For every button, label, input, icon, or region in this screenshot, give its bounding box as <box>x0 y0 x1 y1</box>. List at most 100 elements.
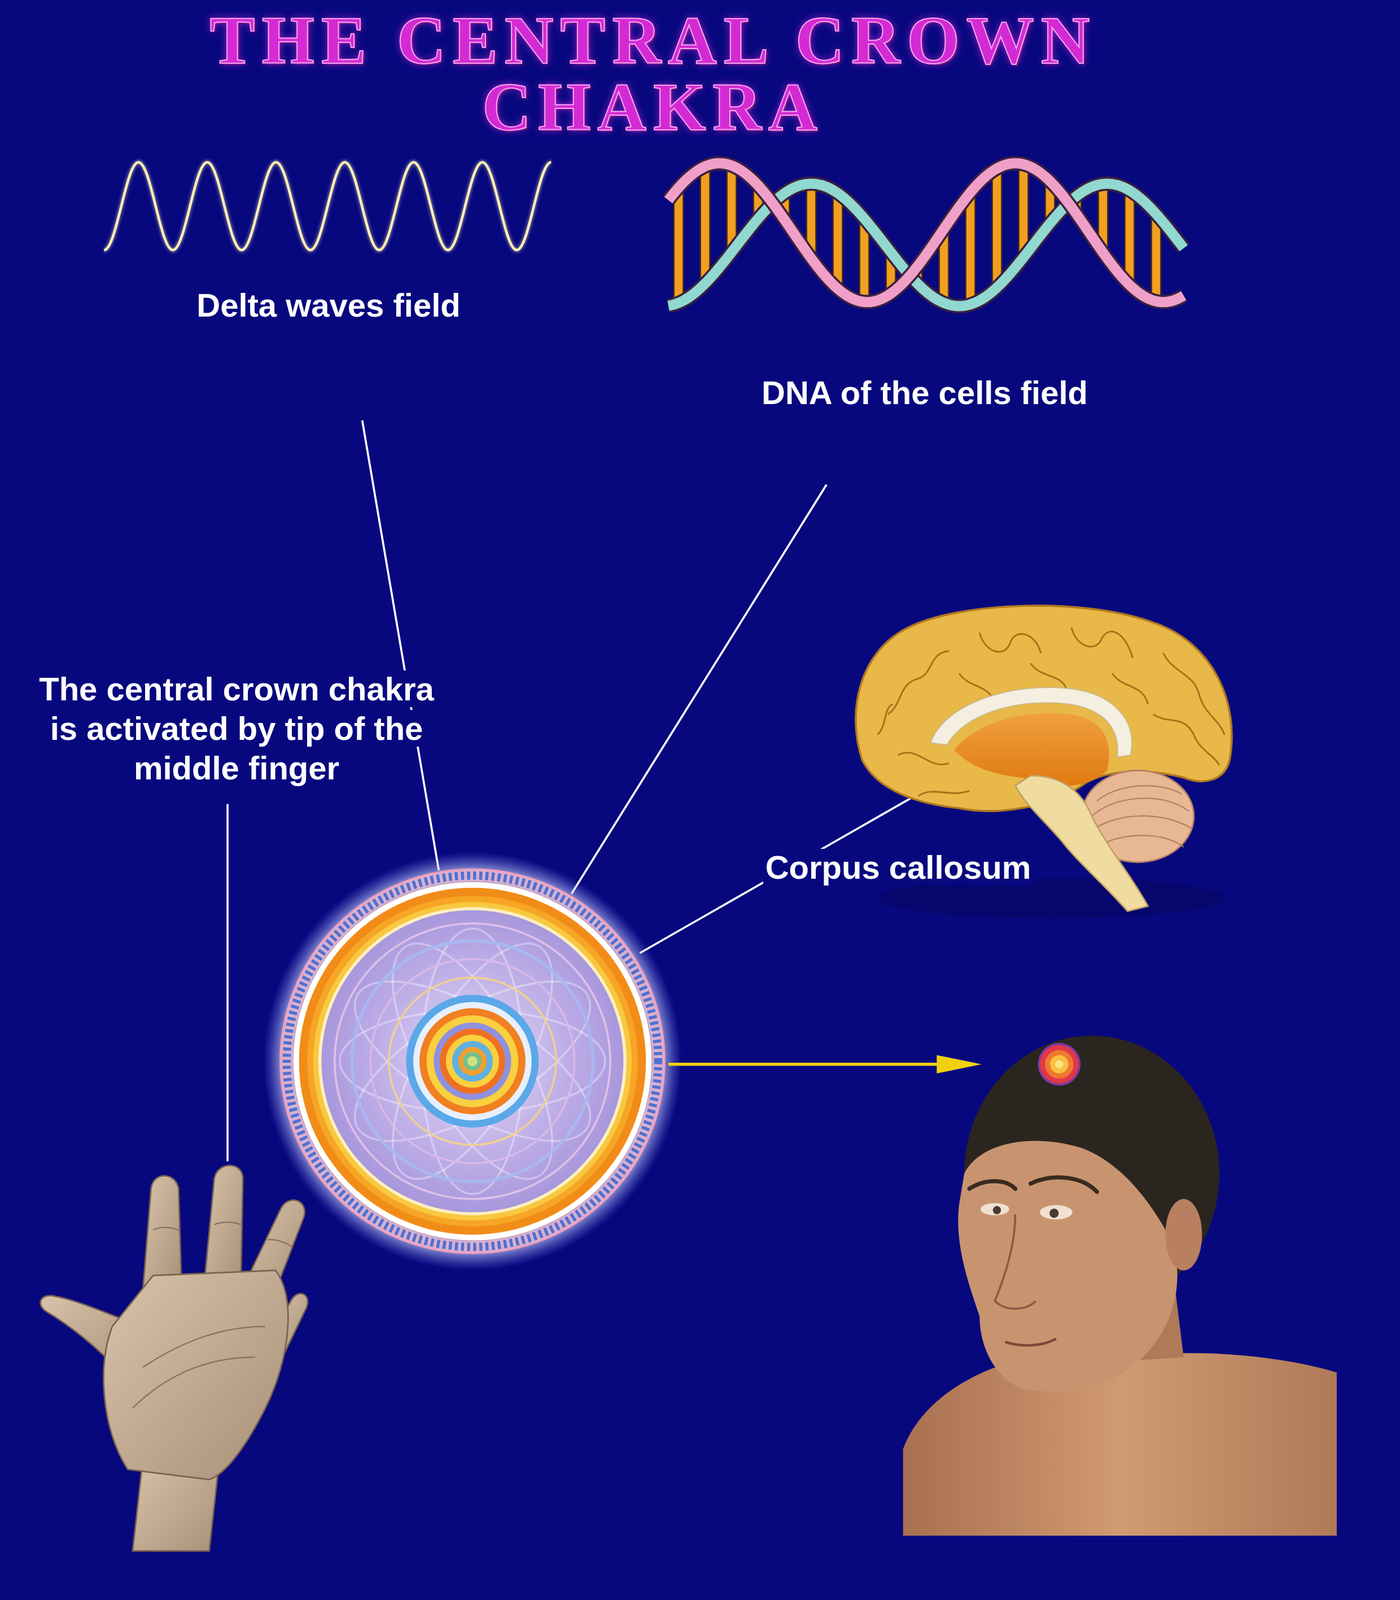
head-part <box>957 1141 1178 1393</box>
chakra-disc-part <box>318 907 627 1216</box>
gyri-part <box>1030 663 1067 689</box>
chakra-disc-part <box>321 910 624 1213</box>
chakra-disc-part-part <box>361 921 584 1203</box>
gyri-part <box>877 704 894 735</box>
gyri-part <box>918 790 970 796</box>
leader-line <box>571 484 827 895</box>
chakra-disc-part <box>313 902 632 1221</box>
chakra-disc-part <box>405 995 539 1128</box>
chakra-disc-part <box>292 881 653 1241</box>
leader-line <box>226 804 229 1162</box>
cerebellum-folia-part <box>1096 835 1184 847</box>
chakra-disc-part <box>458 1047 488 1076</box>
chakra-disc-part-part <box>331 951 613 1173</box>
hand-part-part <box>152 1227 180 1232</box>
label-text: Delta waves field <box>194 286 463 324</box>
hand-part-part <box>142 1326 266 1368</box>
chakra-disc-part <box>299 887 647 1236</box>
hand-part-part <box>267 1239 293 1248</box>
gyri-part <box>979 632 1041 654</box>
gyri-part <box>1112 673 1148 704</box>
dna-rung <box>833 193 843 289</box>
head-part <box>1037 1043 1081 1087</box>
chakra-disc-part <box>334 923 611 1200</box>
gyri-part <box>1153 714 1220 766</box>
field-label: Delta waves field <box>130 285 527 326</box>
chakra-disc-part <box>439 1029 506 1095</box>
field-label: DNA of the cells field <box>698 373 1151 413</box>
chakra-disc-part <box>426 1015 519 1108</box>
pointer-arrow <box>668 1055 982 1075</box>
head-part <box>994 1214 1036 1310</box>
gyri <box>877 627 1225 796</box>
gyri-part <box>1163 653 1225 735</box>
page-title: THE CENTRAL CROWN CHAKRA <box>156 7 1150 141</box>
head-part <box>1049 1209 1059 1219</box>
head-part <box>1039 1044 1079 1084</box>
chakra-disc-part <box>388 977 557 1146</box>
head-part <box>1039 1205 1073 1220</box>
head <box>903 1035 1337 1537</box>
chakra-disc-part <box>433 1022 511 1101</box>
chakra-disc-part <box>452 1040 493 1082</box>
dna-rung <box>700 166 710 284</box>
hand-part <box>103 1270 289 1481</box>
chakra-disc <box>263 852 682 1271</box>
dna-strand <box>668 163 1184 303</box>
cerebellum-folia-part <box>1096 785 1182 802</box>
brainstem <box>1015 775 1149 912</box>
head-part <box>1044 1050 1074 1079</box>
chakra-disc-part-part <box>339 1010 606 1113</box>
head-part <box>969 1177 1097 1193</box>
chakra-disc-part <box>419 1008 526 1115</box>
dna-strand-outline <box>668 163 1184 303</box>
hand-part <box>204 1165 244 1286</box>
hand <box>40 1165 308 1552</box>
head-part <box>1055 1060 1063 1069</box>
delta-wave <box>103 162 551 250</box>
label-text: DNA of the cells field <box>759 374 1091 411</box>
leader-line <box>362 420 440 871</box>
cerebellum-folia <box>1089 785 1192 848</box>
chakra-disc-part <box>413 1002 532 1121</box>
dna-rung <box>1125 190 1135 286</box>
hand-part <box>132 1222 293 1410</box>
chakra-disc-part-part <box>361 921 584 1203</box>
head-part <box>992 1206 1001 1215</box>
hand-part <box>142 1175 182 1292</box>
gyri-part <box>1071 627 1133 659</box>
field-label: The central crown chakra is activated by… <box>27 669 446 789</box>
head-part <box>980 1203 1010 1216</box>
gyri-part <box>898 753 949 765</box>
head-part-part <box>969 1181 1015 1190</box>
gyri-part <box>887 651 949 715</box>
head-part <box>903 1353 1337 1537</box>
label-text: Corpus callosum <box>763 849 1034 886</box>
label-text: The central crown chakra is activated by… <box>36 670 436 787</box>
chakra-disc-part <box>467 1056 478 1067</box>
dna-rung <box>965 192 975 305</box>
chakra-disc-part-part <box>421 928 524 1194</box>
dna-rung <box>992 168 1002 288</box>
dna-helix <box>668 163 1184 306</box>
pointer-arrow-part <box>936 1055 982 1075</box>
head-part <box>1004 1339 1056 1346</box>
head-part-part <box>1030 1177 1097 1193</box>
field-label: Corpus callosum <box>728 847 1068 888</box>
hand-part-part <box>214 1222 242 1225</box>
chakra-disc-part <box>331 921 613 1203</box>
cerebellum-folia-part <box>1091 798 1189 817</box>
chakra-disc-part <box>307 895 638 1227</box>
chakra-disc-part <box>352 941 594 1183</box>
pointer-arrow-part <box>668 1062 942 1066</box>
chakra-disc-part <box>263 852 682 1271</box>
hand-part-part <box>132 1357 256 1409</box>
delta-wave-glow <box>103 162 551 250</box>
chakra-disc-part <box>463 1052 483 1071</box>
cerebellum-folia-part <box>1089 816 1192 833</box>
chakra-disc-part-part <box>331 951 613 1173</box>
head-part <box>1050 1055 1069 1075</box>
chakra-disc-part <box>280 869 665 1254</box>
